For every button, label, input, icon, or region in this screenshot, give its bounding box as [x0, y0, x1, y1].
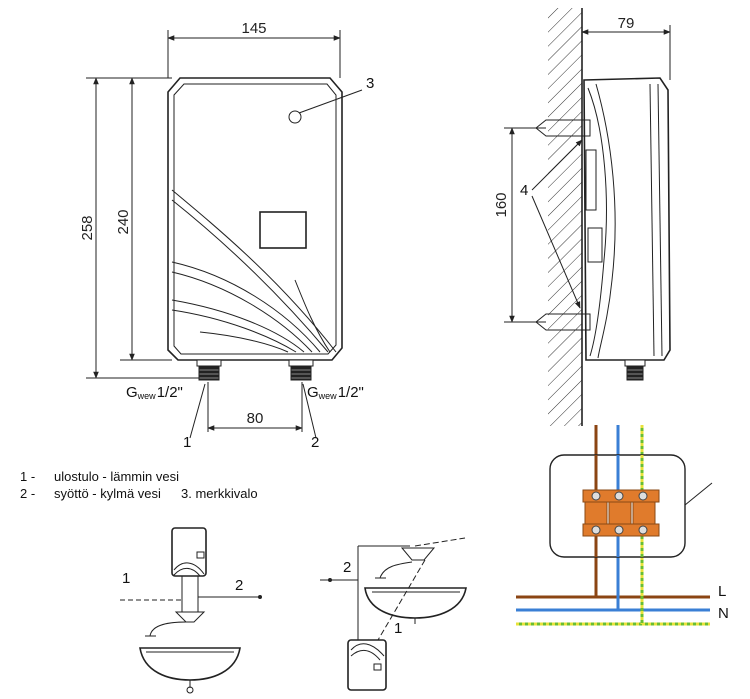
inner-height-dimension: 240: [115, 209, 132, 234]
display-window: [259, 211, 307, 249]
heater-under-sink-icon: [347, 639, 387, 691]
callout-indicator: 3: [366, 75, 374, 92]
inlet-connector: [290, 365, 312, 381]
install-below-sink: 2 1: [320, 537, 467, 691]
callout-mount: 4: [520, 182, 528, 199]
heater-small-icon: [171, 527, 207, 577]
legend-num-2: 2 -: [20, 486, 35, 501]
wall-hatching: [548, 8, 582, 426]
indicator-light-icon: [288, 110, 302, 124]
below-label-1: 1: [394, 620, 402, 637]
front-view: 145 258 240 3 Gwew1/2": [79, 20, 374, 451]
thread-label-left: Gwew1/2": [126, 384, 183, 401]
below-label-2: 2: [343, 559, 351, 576]
legend-text-1: ulostulo - lämmin vesi: [54, 469, 179, 484]
depth-dimension: 79: [618, 15, 635, 32]
side-connector: [626, 365, 644, 381]
callout-inlet: 2: [311, 434, 319, 451]
label-neutral: N: [718, 605, 729, 622]
side-view: 79 160 4: [493, 8, 671, 426]
terminal-block: [582, 489, 660, 537]
wiring-diagram: L N: [516, 425, 729, 626]
heater-side-profile: [583, 77, 671, 361]
label-phase: L: [718, 583, 726, 600]
legend-num-1: 1 -: [20, 469, 35, 484]
mount-spacing-dimension: 160: [493, 192, 510, 217]
above-label-2: 2: [235, 577, 243, 594]
install-above-sink: 1 2: [120, 527, 262, 694]
above-label-1: 1: [122, 570, 130, 587]
legend: 1 - ulostulo - lämmin vesi 2 - syöttö - …: [20, 469, 258, 501]
mount-screw-top: [535, 119, 591, 137]
heater-body-outline: [167, 77, 343, 361]
legend-text-3: 3. merkkivalo: [181, 486, 258, 501]
mount-screw-bottom: [535, 313, 591, 331]
outlet-connector: [198, 365, 220, 381]
thread-label-right: Gwew1/2": [307, 384, 364, 401]
sink-above: [139, 647, 241, 681]
outer-height-dimension: 258: [79, 215, 96, 240]
connection-spacing-dimension: 80: [247, 410, 264, 427]
width-dimension: 145: [241, 20, 266, 37]
legend-text-2: syöttö - kylmä vesi: [54, 486, 161, 501]
callout-outlet: 1: [183, 434, 191, 451]
